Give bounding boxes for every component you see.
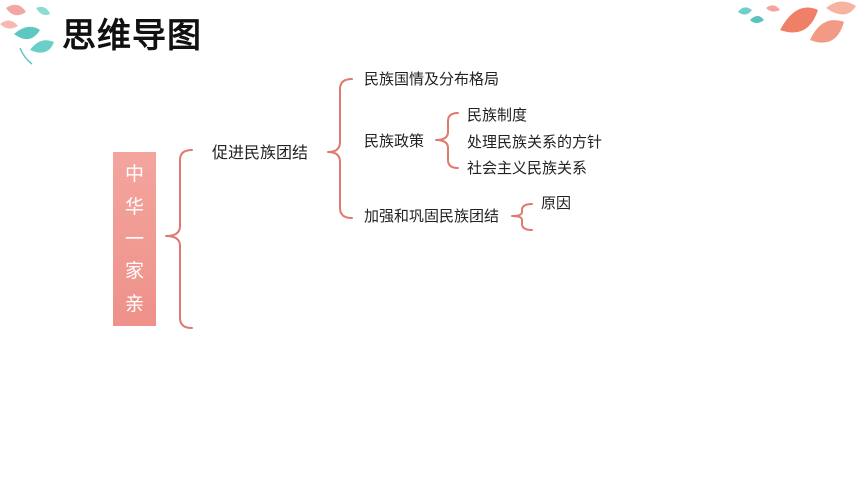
leaf-icon (0, 4, 54, 65)
root-char: 一 (124, 227, 144, 250)
bracket-root (165, 149, 193, 329)
bracket-policy (435, 112, 459, 169)
root-char: 中 (124, 163, 144, 186)
node-level2-item: 加强和巩固民族团结 (364, 207, 500, 225)
root-char: 家 (124, 260, 144, 283)
node-policy-item: 处理民族关系的方针 (467, 133, 603, 151)
node-level1: 促进民族团结 (212, 143, 309, 162)
node-level2-item: 民族政策 (364, 132, 425, 150)
corner-decoration-right (738, 1, 856, 43)
node-unity-item: 原因 (541, 194, 572, 212)
leaf-icon (738, 1, 856, 43)
corner-decoration-left (0, 4, 54, 65)
page-title: 思维导图 (62, 16, 202, 56)
root-char: 华 (124, 195, 144, 218)
node-policy-item: 民族制度 (467, 106, 528, 124)
bracket-level1 (327, 78, 353, 219)
node-policy-item: 社会主义民族关系 (467, 159, 588, 177)
root-char: 亲 (124, 292, 144, 315)
bracket-unity (511, 203, 533, 231)
root-node-box: 中 华 一 家 亲 (113, 152, 156, 326)
node-level2-item: 民族国情及分布格局 (364, 70, 500, 88)
